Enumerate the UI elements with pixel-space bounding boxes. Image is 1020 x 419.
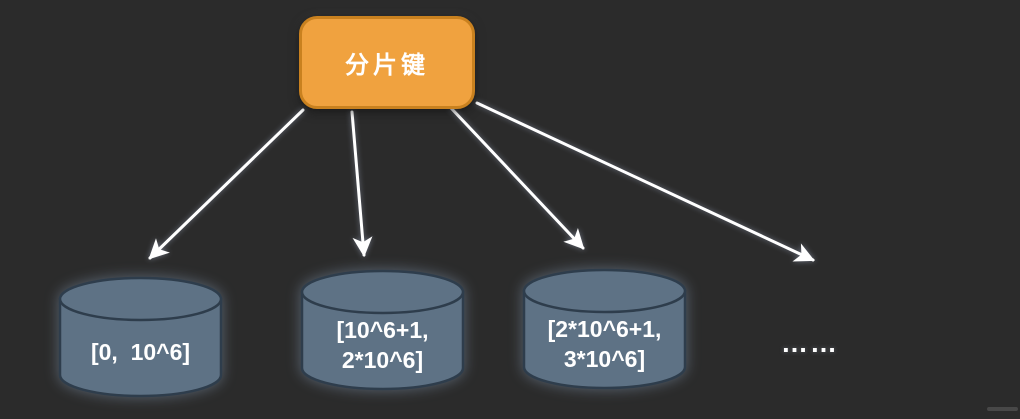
watermark bbox=[987, 407, 1018, 411]
database-cylinder-icon bbox=[522, 268, 687, 390]
shard-key-label: 分片键 bbox=[345, 52, 429, 79]
shard-range-line: [2*10^6+1, bbox=[547, 316, 662, 342]
more-shards-ellipsis: …… bbox=[781, 328, 839, 358]
shard-range-label-3: [2*10^6+1, 3*10^6] bbox=[522, 302, 687, 386]
shard-range-line: 2*10^6] bbox=[341, 347, 424, 373]
shard-range-line: [10^6+1, bbox=[336, 317, 429, 343]
arrow-root-to-shard-2 bbox=[350, 110, 373, 257]
arrow-root-to-shard-3 bbox=[449, 106, 585, 250]
shard-range-line: 3*10^6] bbox=[563, 346, 646, 372]
shard-range-label-1: [0, 10^6] bbox=[58, 310, 223, 394]
shard-db-3: [2*10^6+1, 3*10^6] bbox=[522, 268, 687, 390]
shard-db-1: [0, 10^6] bbox=[58, 276, 223, 398]
arrow-root-to-shard-1 bbox=[148, 108, 305, 260]
shard-range-line: [0, 10^6] bbox=[90, 339, 191, 365]
database-cylinder-icon bbox=[300, 269, 465, 391]
shard-db-2: [10^6+1, 2*10^6] bbox=[300, 269, 465, 391]
shard-key-node: 分片键 bbox=[299, 16, 475, 109]
arrow-root-to-more-shards bbox=[475, 101, 815, 262]
database-cylinder-icon bbox=[58, 276, 223, 398]
shard-range-label-2: [10^6+1, 2*10^6] bbox=[300, 303, 465, 387]
